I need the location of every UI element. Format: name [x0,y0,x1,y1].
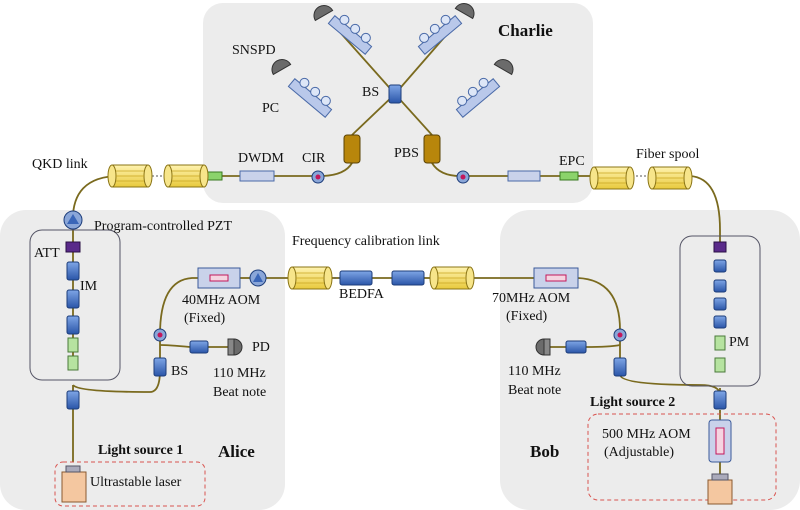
ultrastable-laser-label: Ultrastable laser [90,475,182,490]
filter-box-right [507,170,541,182]
qkd-spool-2 [163,164,209,188]
light-source-1-frame [54,461,206,507]
pm-label: PM [729,335,750,350]
snspd-detector-3 [271,58,292,76]
dwdm-label: DWDM [238,151,284,166]
alice-title: Alice [218,442,255,461]
epc-label: EPC [559,154,585,169]
circulator-right [456,170,470,184]
epc-green [559,171,579,181]
snspd-detector-4 [493,58,514,76]
alice-bs [153,357,167,377]
bedfa-block-2 [391,270,425,286]
att-label: ATT [34,246,60,261]
bs-alice-label: BS [171,364,189,379]
aom40-fixed-label: (Fixed) [184,311,226,326]
aom40-label: 40MHz AOM [182,293,261,308]
snspd-detector-1 [313,4,334,22]
charlie-title: Charlie [498,21,553,40]
fiber-spool-1 [589,166,635,190]
bedfa-label: BEDFA [339,287,384,302]
aom500-adjustable-label: (Adjustable) [604,445,674,460]
bs-charlie-label: BS [362,85,380,100]
aom70-fixed-label: (Fixed) [506,309,548,324]
pc-paddles-4 [455,77,501,118]
aom70-label: 70MHz AOM [492,291,571,306]
bob-modulator-chain [713,241,727,373]
beat-alice-line1: 110 MHz [213,366,266,381]
beat-bob-line1: 110 MHz [508,364,561,379]
alice-modulator-chain [65,241,81,371]
pbs-right [423,134,441,164]
aom-500mhz [708,419,732,463]
alice-modulator-frame [29,229,121,381]
bob-title: Bob [530,442,560,461]
alice-photodetector [227,338,243,356]
laser-box-alice [61,465,87,503]
freq-link-label: Frequency calibration link [292,234,440,249]
pbs-left [343,134,361,164]
pc-paddles-3 [287,77,333,118]
bob-panel [500,210,800,510]
snspd-label: SNSPD [232,43,276,58]
bob-modulator-frame [679,235,761,387]
snspd-detector-2 [454,2,475,20]
freq-spool-2 [429,266,475,290]
alice-splitter-low [66,390,80,410]
qkd-spool-1 [107,164,153,188]
light-source-2-label: Light source 2 [590,395,676,410]
pzt-label: Program-controlled PZT [94,219,233,234]
pd-label: PD [252,340,270,355]
bob-coupler [565,340,587,354]
bob-circulator [613,328,627,342]
qkd-link-label: QKD link [32,157,88,172]
pc-paddles-1 [327,14,373,55]
beam-splitter-charlie [388,84,402,104]
cir-label: CIR [302,151,326,166]
aom-70mhz [533,267,579,289]
bedfa-block-1 [339,270,373,286]
aom500-label: 500 MHz AOM [602,427,691,442]
dwdm-box [239,170,275,182]
beat-bob-line2: Beat note [508,383,562,398]
beat-alice-line2: Beat note [213,385,267,400]
alice-circulator [153,328,167,342]
laser-box-bob [707,473,733,505]
light-source-1-label: Light source 1 [98,443,184,458]
bob-splitter [713,390,727,410]
pc-label: PC [262,101,280,116]
im-label: IM [80,279,98,294]
pbs-label: PBS [394,146,419,161]
fiber-spool-2 [647,166,693,190]
alice-coupler [189,340,209,354]
freq-spool-1 [287,266,333,290]
bob-bs [613,357,627,377]
light-source-2-frame [587,413,777,501]
fiber-spool-label: Fiber spool [636,147,700,162]
aom-40mhz [197,267,241,289]
pc-paddles-2 [417,14,463,55]
circulator-left [311,170,325,184]
bob-photodetector [535,338,551,356]
